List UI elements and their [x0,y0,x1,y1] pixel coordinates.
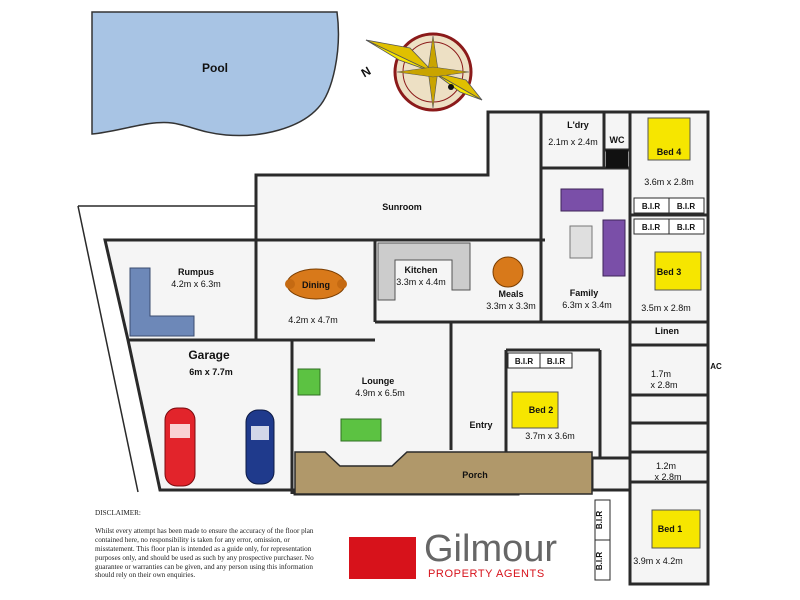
bed4-label: Bed 4 [657,147,682,157]
disclaimer-title: DISCLAIMER: [95,509,141,517]
porch-label: Porch [462,470,488,480]
red-car-icon [164,407,196,487]
ensuite-size-1: 1.2m [656,461,676,471]
bed3-bed [654,251,702,291]
bir-label: B.I.R [595,511,604,529]
porch-area [294,451,593,495]
dining-table [285,268,347,300]
dining-size: 4.2m x 4.7m [288,315,338,325]
bir-label: B.I.R [677,202,695,211]
garage-label: Garage [188,348,230,362]
bed3-label: Bed 3 [657,267,682,277]
wardrobe-bed4 [633,197,705,214]
bed1-bed [651,509,701,549]
pool-shape [91,11,340,137]
bed1-label: Bed 1 [658,524,683,534]
meals-size: 3.3m x 3.3m [486,301,536,311]
bir-label: B.I.R [642,223,660,232]
lounge-size: 4.9m x 6.5m [355,388,405,398]
linen-label: Linen [655,326,679,336]
ac-label: AC [710,362,722,371]
rumpus-sofa [129,267,195,337]
wardrobe-bed1 [594,499,611,581]
family-label: Family [570,288,599,298]
kitchen-label: Kitchen [404,265,437,275]
rumpus-size: 4.2m x 6.3m [171,279,221,289]
wc-label: WC [610,135,625,145]
meals-table [492,256,524,288]
lounge-label: Lounge [362,376,395,386]
meals-label: Meals [498,289,523,299]
bed3-size: 3.5m x 2.8m [641,303,691,313]
family-size: 6.3m x 3.4m [562,300,612,310]
wardrobe-bed2 [507,352,573,369]
bir-label: B.I.R [642,202,660,211]
bir-label: B.I.R [677,223,695,232]
blue-car-icon [245,409,275,485]
brand-name: Gilmour [424,528,558,570]
laundry-label: L'dry [567,120,589,130]
lounge-chair [297,368,321,396]
disclaimer-block: DISCLAIMER: Whilst every attempt has bee… [95,509,327,580]
rumpus-label: Rumpus [178,267,214,277]
bed4-bed [647,117,691,161]
bed1-size: 3.9m x 4.2m [633,556,683,566]
compass-north-label: N [359,64,374,80]
bed4-size: 3.6m x 2.8m [644,177,694,187]
bath-size-2: x 2.8m [650,380,677,390]
bed2-bed [511,391,559,429]
brand-tagline: PROPERTY AGENTS [428,568,545,580]
sunroom-label: Sunroom [382,202,422,212]
dining-label: Dining [302,280,330,290]
compass-rose-icon [365,32,483,112]
wardrobe-bed3 [633,218,705,235]
laundry-size: 2.1m x 2.4m [548,137,598,147]
garage-size: 6m x 7.7m [189,367,233,377]
lounge-sofa [340,418,382,442]
kitchen-size: 3.3m x 4.4m [396,277,446,287]
family-sofas [560,188,626,277]
bed2-size: 3.7m x 3.6m [525,431,575,441]
disclaimer-body: Whilst every attempt has been made to en… [95,526,314,580]
brand-logo-mark [349,537,416,579]
bir-label: B.I.R [595,552,604,570]
kitchen-bench [377,242,471,301]
pool-label: Pool [202,61,228,75]
ensuite-size-2: x 2.8m [654,472,681,482]
entry-label: Entry [469,420,492,430]
bir-label: B.I.R [515,357,533,366]
bir-label: B.I.R [547,357,565,366]
bed2-label: Bed 2 [529,405,554,415]
bath-size-1: 1.7m [651,369,671,379]
